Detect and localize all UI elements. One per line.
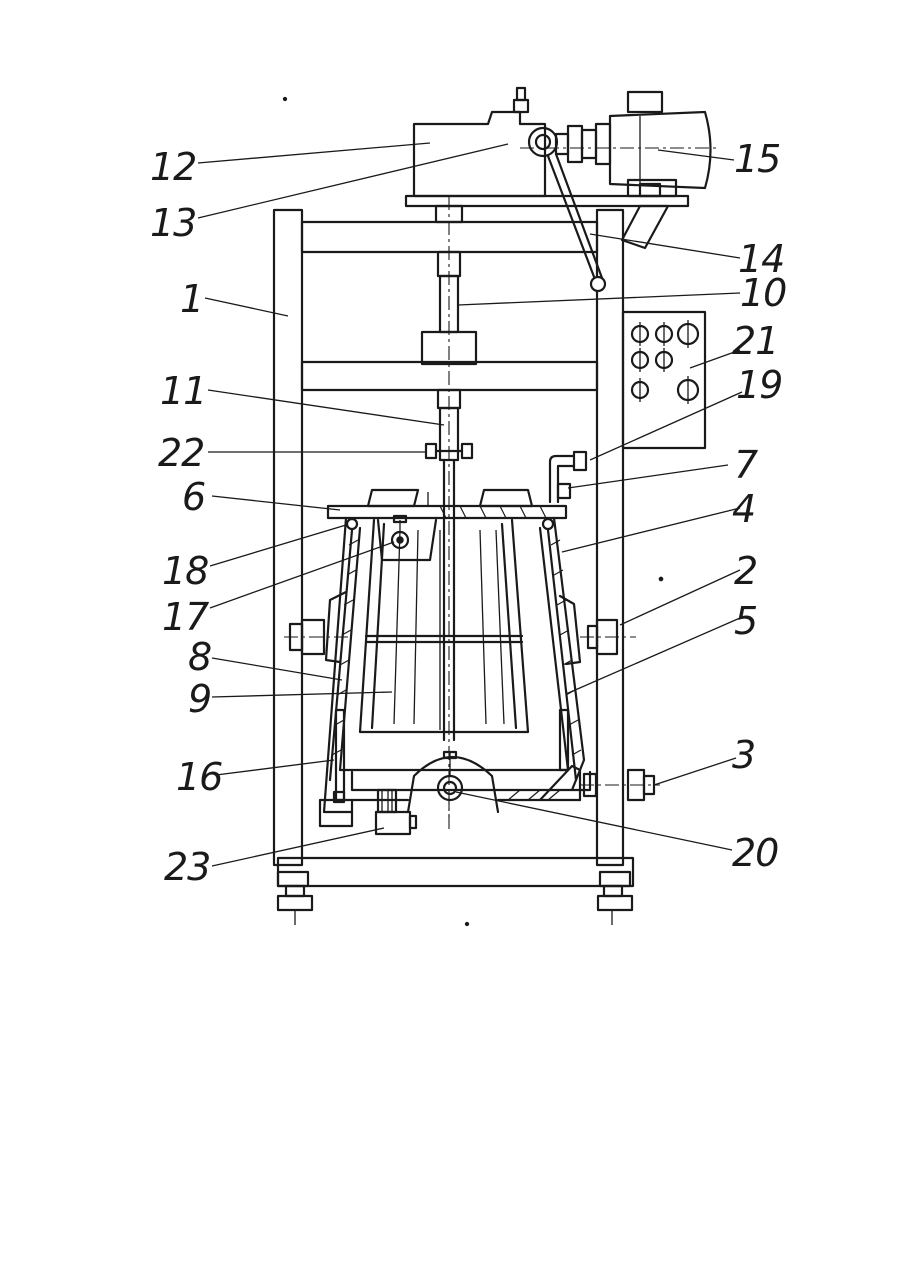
- drive-unit: [406, 88, 720, 291]
- inlet-pipe: [550, 452, 586, 502]
- scan-speck: [659, 577, 662, 580]
- callout-16: 16: [176, 755, 222, 799]
- callout-12: 12: [150, 145, 196, 189]
- callout-1: 1: [180, 277, 203, 321]
- callout-22: 22: [158, 431, 204, 475]
- callout-20: 20: [732, 831, 778, 875]
- callout-3: 3: [732, 733, 755, 777]
- callout-2: 2: [734, 549, 757, 593]
- callout-7: 7: [734, 443, 758, 487]
- callout-13: 13: [150, 201, 196, 245]
- lid: [328, 490, 566, 529]
- callout-23: 23: [164, 845, 210, 889]
- callout-4: 4: [732, 487, 755, 531]
- callout-19: 19: [736, 363, 782, 407]
- callout-6: 6: [182, 475, 205, 519]
- scan-speck: [466, 923, 469, 926]
- callout-10: 10: [740, 271, 786, 315]
- callout-5: 5: [734, 599, 757, 643]
- callout-15: 15: [734, 137, 780, 181]
- callout-21: 21: [732, 319, 778, 363]
- shaft: [422, 196, 476, 820]
- callout-11: 11: [160, 369, 206, 413]
- callout-18: 18: [162, 549, 208, 593]
- callout-17: 17: [162, 595, 209, 639]
- callout-9: 9: [188, 677, 211, 721]
- callout-8: 8: [188, 635, 211, 679]
- scan-speck: [284, 98, 287, 101]
